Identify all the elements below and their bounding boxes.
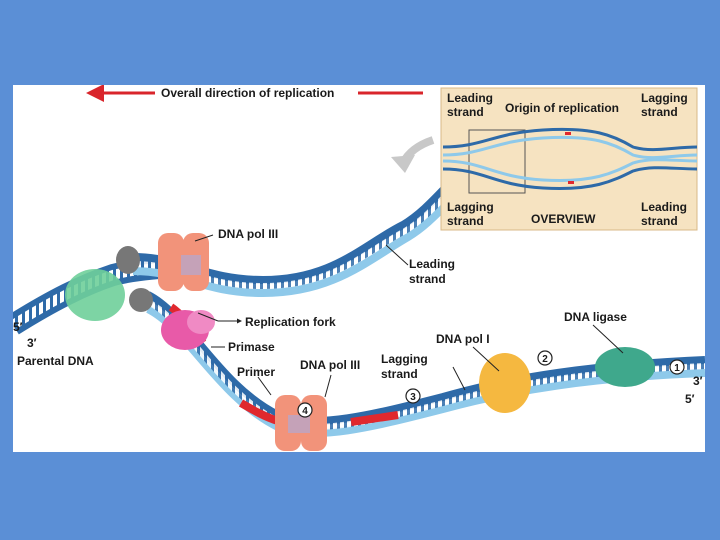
replication-fork-label: Replication fork [245,315,336,329]
leading-strand-label-2: strand [409,272,446,286]
primer-segment [350,411,399,426]
primer-segment [238,399,280,425]
dna-pol-iii-bottom-label: DNA pol III [300,358,360,372]
svg-text:4: 4 [302,406,308,417]
step-marker-2: 2 [537,350,553,366]
dna-pol-i-label: DNA pol I [436,332,490,346]
dna-ligase [595,347,655,387]
lagging-strand-label-1: Lagging [381,352,428,366]
overview-title: OVERVIEW [531,212,596,226]
svg-text:1: 1 [674,363,680,374]
primase-label: Primase [228,340,275,354]
end-label-right-5: 5′ [685,392,695,406]
step-marker-4: 4 [297,402,313,418]
lagging-strand-label-2: strand [381,367,418,381]
step-marker-1: 1 [669,359,685,375]
parental-dna-label: Parental DNA [17,354,94,368]
overview-leading-tl-2: strand [447,105,484,119]
end-label-left-3: 3′ [27,336,37,350]
overview-inset: Leading strand Origin of replication Lag… [440,87,698,231]
overview-origin-label: Origin of replication [505,101,619,115]
overview-lagging-tr-1: Lagging [641,91,688,105]
ssb-proteins [129,288,153,312]
dna-pol-i [479,353,531,413]
end-label-right-3: 3′ [693,374,703,388]
svg-text:3: 3 [410,392,416,403]
dna-ligase-label: DNA ligase [564,310,627,324]
overview-leading-br-2: strand [641,214,678,228]
dna-pol-iii-bottom [275,395,327,451]
end-label-left-5: 5′ [13,320,23,334]
primase [161,310,215,350]
overview-lagging-tr-2: strand [641,105,678,119]
overview-lagging-bl-2: strand [447,214,484,228]
diagram-panel: Overall direction of replication [13,85,705,452]
primer-label: Primer [237,365,275,379]
overview-lagging-bl-1: Lagging [447,200,494,214]
leading-strand-label-1: Leading [409,257,455,271]
direction-label: Overall direction of replication [161,86,334,100]
direction-arrow: Overall direction of replication [86,85,423,102]
dna-pol-iii-top [158,233,209,291]
helicase [65,269,125,321]
dna-replication-diagram: Overall direction of replication [13,85,705,451]
overview-leading-tl-1: Leading [447,91,493,105]
svg-text:2: 2 [542,354,548,365]
dna-pol-iii-top-label: DNA pol III [218,227,278,241]
overview-leading-br-1: Leading [641,200,687,214]
step-marker-3: 3 [405,388,421,404]
ssb-proteins [116,246,140,274]
